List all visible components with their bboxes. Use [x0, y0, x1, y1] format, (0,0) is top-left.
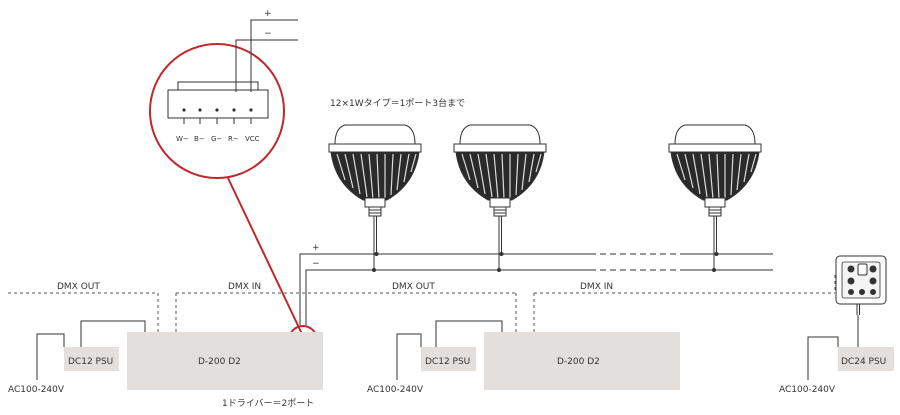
driver-label-2: D-200 D2 — [557, 357, 600, 367]
psu-label-1: DC12 PSU — [68, 357, 113, 367]
psu-box-2 — [421, 347, 476, 371]
dmx-out-label-2: DMX OUT — [392, 282, 435, 292]
callout-plus-label: + — [264, 9, 272, 19]
bus-plus-label: + — [312, 243, 320, 253]
bus-minus-label: − — [312, 259, 320, 269]
pin-label-w: W− — [176, 135, 189, 143]
pin-label-g: G− — [211, 135, 222, 143]
callout-wire-plus — [250, 19, 298, 92]
psu-label-3: DC24 PSU — [841, 357, 886, 367]
pin-label-b: B− — [194, 135, 205, 143]
fixture-2 — [453, 124, 547, 229]
psu-box-1 — [64, 347, 119, 371]
callout-minus-label: − — [264, 29, 272, 39]
fixture-drops — [373, 228, 717, 270]
fixtures-note: 12×1Wタイプ＝1ポート3台まで — [330, 97, 465, 109]
ac-label-1: AC100-240V — [8, 385, 65, 395]
connector-callout: + − W− B− G− R− VCC — [149, 9, 318, 355]
psu-box-3 — [838, 347, 894, 371]
callout-wire-minus — [235, 39, 298, 92]
ac-label-3: AC100-240V — [779, 385, 836, 395]
callout-leader-line — [227, 177, 303, 335]
unit-3: DC24 PSU AC100-240V — [779, 255, 894, 395]
terminal-block — [167, 89, 269, 119]
driver-box-2 — [484, 332, 680, 390]
fixture-3 — [668, 124, 762, 229]
dmx-in-label-1: DMX IN — [228, 282, 261, 292]
pin-label-vcc: VCC — [245, 135, 260, 143]
fixture-1 — [328, 124, 422, 229]
driver-box-1 — [127, 332, 323, 390]
dmx-in-label-2: DMX IN — [580, 282, 613, 292]
power-bus: + − — [299, 243, 773, 325]
driver-note: 1ドライバー＝2ポート — [222, 398, 314, 409]
pin-label-r: R− — [228, 135, 239, 143]
driver-label-1: D-200 D2 — [198, 357, 241, 367]
dmx-lines: DMX OUT DMX IN DMX OUT DMX IN — [8, 275, 836, 332]
unit-2: D-200 D2 DC12 PSU AC100-240V — [367, 320, 680, 395]
ac-label-2: AC100-240V — [367, 385, 424, 395]
dmx-out-label-1: DMX OUT — [57, 282, 100, 292]
psu-label-2: DC12 PSU — [425, 357, 470, 367]
unit-1: D-200 D2 DC12 PSU AC100-240V 1ドライバー＝2ポート — [8, 320, 323, 409]
